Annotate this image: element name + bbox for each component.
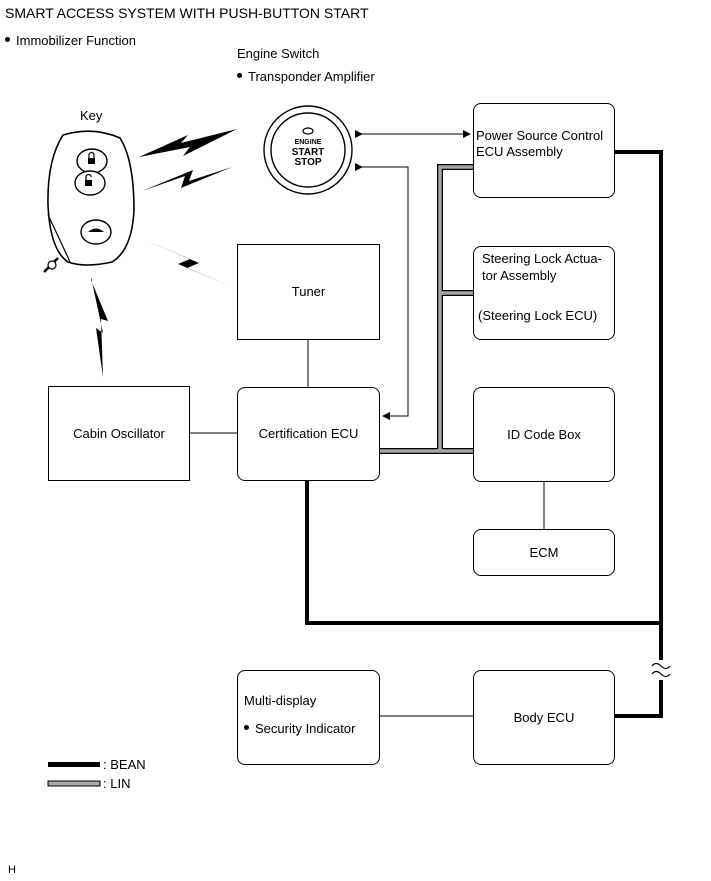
tuner-box: Tuner	[237, 244, 380, 340]
bean-bus	[305, 150, 671, 718]
function-label: Immobilizer Function	[5, 33, 136, 49]
transponder-amplifier-label: Transponder Amplifier	[237, 69, 375, 85]
legend-lin-label: : LIN	[103, 776, 131, 791]
ecm-box: ECM	[473, 529, 615, 576]
bullet-icon	[237, 73, 242, 79]
engine-button-text: ENGINE START STOP	[291, 139, 325, 168]
body-ecu-box: Body ECU	[473, 670, 615, 765]
page-title: SMART ACCESS SYSTEM WITH PUSH-BUTTON STA…	[5, 5, 369, 21]
power-source-control-ecu-box: Power Source Control ECU Assembly	[473, 103, 615, 198]
signal-bolt-key-to-switch	[142, 167, 232, 191]
key-label: Key	[80, 108, 103, 123]
bullet-icon	[5, 37, 10, 43]
bullet-icon	[244, 725, 249, 731]
line-break-symbol	[651, 662, 671, 678]
steering-lock-actuator-box: Steering Lock Actua- tor Assembly (Steer…	[473, 246, 615, 340]
legend-lin-swatch	[47, 780, 101, 787]
id-code-box: ID Code Box	[473, 387, 615, 482]
security-indicator-label: Security Indicator	[244, 721, 355, 737]
lin-bus	[380, 164, 473, 454]
multi-display-box: Multi-display Security Indicator	[237, 670, 380, 765]
engine-switch-label: Engine Switch	[237, 46, 320, 61]
footer-code: H	[8, 864, 16, 876]
thin-connections	[190, 130, 545, 717]
wireless-signals	[91, 129, 237, 377]
legend-bean-label: : BEAN	[103, 757, 146, 772]
cabin-oscillator-box: Cabin Oscillator	[48, 386, 190, 481]
legend-bean-swatch	[48, 762, 100, 767]
engine-start-stop-button-graphic	[263, 105, 353, 195]
signal-bolt-key-to-tuner	[142, 239, 233, 287]
signal-bolt-switch-to-key	[139, 129, 237, 157]
key-fob-illustration	[43, 130, 135, 273]
signal-bolt-oscillator-to-key	[91, 277, 108, 377]
certification-ecu-box: Certification ECU	[237, 387, 380, 481]
